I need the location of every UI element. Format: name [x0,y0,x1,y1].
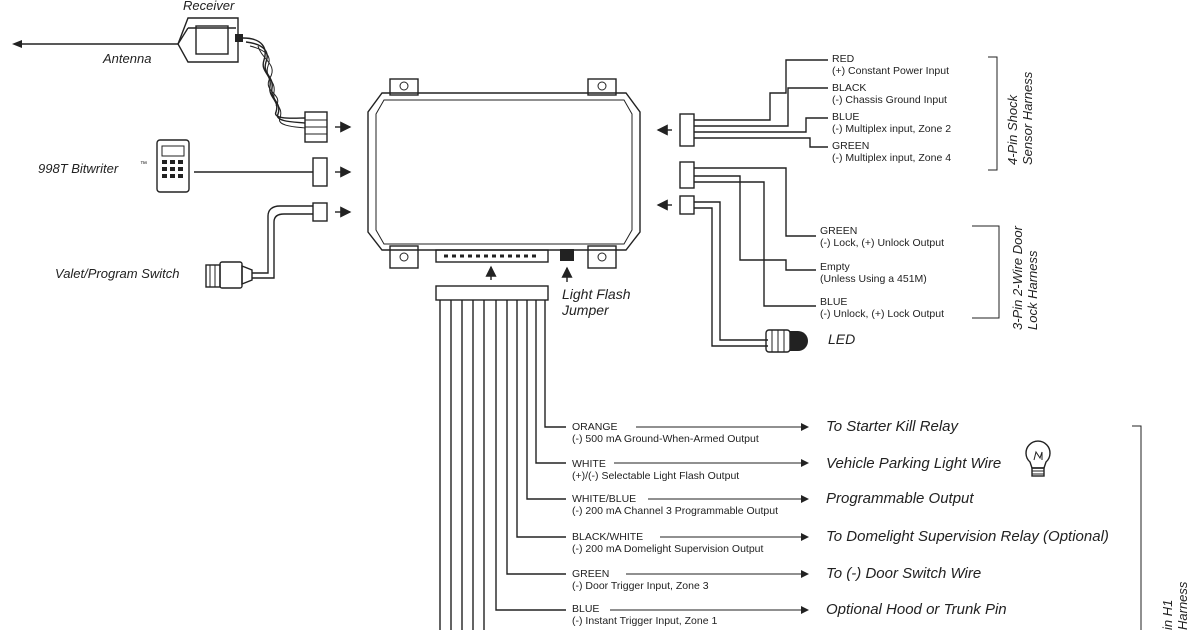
bitwriter-tm: ™ [140,161,147,168]
h1-wire-color: ORANGE [572,421,618,433]
h1-wire-desc: (-) 200 mA Channel 3 Programmable Output [572,505,778,517]
valet-cable [252,202,352,279]
receiver-connector [304,111,352,143]
valet-label: Valet/Program Switch [55,266,180,281]
h1-wire-dest: To Domelight Supervision Relay (Optional… [826,528,1109,545]
h1-harness-title: Harness [1175,581,1190,630]
h1-wire-color: WHITE/BLUE [572,493,636,505]
bitwriter-connector [194,157,352,187]
bitwriter-icon [156,139,190,193]
door-wire-desc: (-) Lock, (+) Unlock Output [820,237,944,249]
shock-wire-labels: RED (+) Constant Power Input BLACK (-) C… [832,53,951,164]
door-harness-connector [656,161,816,347]
receiver-icon [177,17,243,63]
door-wire-labels: GREEN (-) Lock, (+) Unlock Output Empty … [820,225,944,320]
control-module [367,78,641,282]
shock-bracket [988,56,998,171]
h1-wire-desc: (-) 500 mA Ground-When-Armed Output [572,433,759,445]
bitwriter-label: 998T Bitwriter [38,161,119,176]
light-bulb-icon [1025,440,1051,477]
h1-wire-row: WHITE (+)/(-) Selectable Light Flash Out… [572,455,1001,482]
h1-wire-dest: Vehicle Parking Light Wire [826,455,1001,472]
h1-wire-dest: Optional Hood or Trunk Pin [826,601,1007,618]
jumper-label-line1: Light Flash [562,286,631,302]
shock-wire-color: BLACK [832,82,866,94]
h1-wire-desc: (-) Instant Trigger Input, Zone 1 [572,615,717,627]
h1-wire-row: WHITE/BLUE (-) 200 mA Channel 3 Programm… [572,490,974,517]
h1-wire-desc: (-) Door Trigger Input, Zone 3 [572,580,709,592]
door-harness-title: 3-Pin 2-Wire Door [1010,225,1025,330]
antenna-label: Antenna [102,51,151,66]
shock-harness-title: Sensor Harness [1020,71,1035,165]
h1-wire-row: ORANGE (-) 500 mA Ground-When-Armed Outp… [572,418,959,445]
shock-wire-desc: (+) Constant Power Input [832,65,949,77]
door-wire-color: Empty [820,261,851,273]
door-harness-title: Lock Harness [1025,250,1040,330]
led-label: LED [828,331,855,347]
h1-bracket [1132,425,1142,630]
shock-wire-desc: (-) Multiplex input, Zone 2 [832,123,951,135]
h1-harness-title: in H1 [1160,600,1175,630]
h1-wire-row: BLUE (-) Instant Trigger Input, Zone 1 O… [572,601,1007,627]
h1-wire-desc: (-) 200 mA Domelight Supervision Output [572,543,764,555]
door-bracket [972,225,1000,319]
shock-harness-title: 4-Pin Shock [1005,93,1020,165]
shock-wire-desc: (-) Chassis Ground Input [832,94,947,106]
h1-wire-row: BLACK/WHITE (-) 200 mA Domelight Supervi… [572,528,1109,555]
h1-wire-dest: To (-) Door Switch Wire [826,565,981,582]
h1-wire-color: BLACK/WHITE [572,531,643,543]
door-wire-color: GREEN [820,225,857,237]
h1-wire-row: GREEN (-) Door Trigger Input, Zone 3 To … [572,565,981,592]
led-icon [765,329,808,353]
door-wire-color: BLUE [820,296,847,308]
h1-wire-color: BLUE [572,603,599,615]
h1-harness-plug [435,285,566,630]
antenna-icon [12,27,236,48]
h1-wire-color: WHITE [572,458,606,470]
shock-wire-color: RED [832,53,855,65]
valet-switch-icon [205,261,253,289]
shock-harness-connector [656,59,828,148]
receiver-label: Receiver [183,0,235,13]
h1-wire-dest: Programmable Output [826,490,974,507]
shock-wire-desc: (-) Multiplex input, Zone 4 [832,152,951,164]
h1-wire-desc: (+)/(-) Selectable Light Flash Output [572,470,739,482]
door-wire-desc: (-) Unlock, (+) Lock Output [820,308,944,320]
h1-wire-dest: To Starter Kill Relay [826,418,959,435]
h1-wire-color: GREEN [572,568,609,580]
shock-wire-color: GREEN [832,140,869,152]
shock-wire-color: BLUE [832,111,859,123]
receiver-cable [242,37,306,129]
door-wire-desc: (Unless Using a 451M) [820,273,927,285]
jumper-label-line2: Jumper [561,302,610,318]
